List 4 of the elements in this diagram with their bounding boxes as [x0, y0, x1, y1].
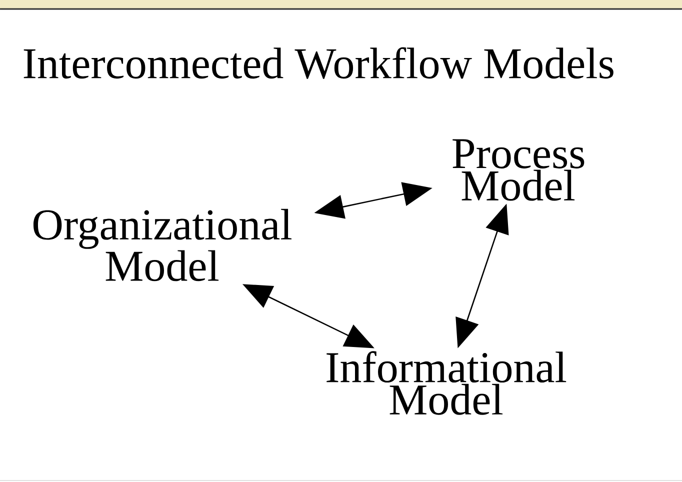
title: Interconnected Workflow Models: [24, 47, 614, 79]
node-label: Informational Model: [326, 351, 566, 415]
node-label: Process Model: [452, 139, 584, 201]
node-label: Organizational Model: [33, 208, 292, 282]
